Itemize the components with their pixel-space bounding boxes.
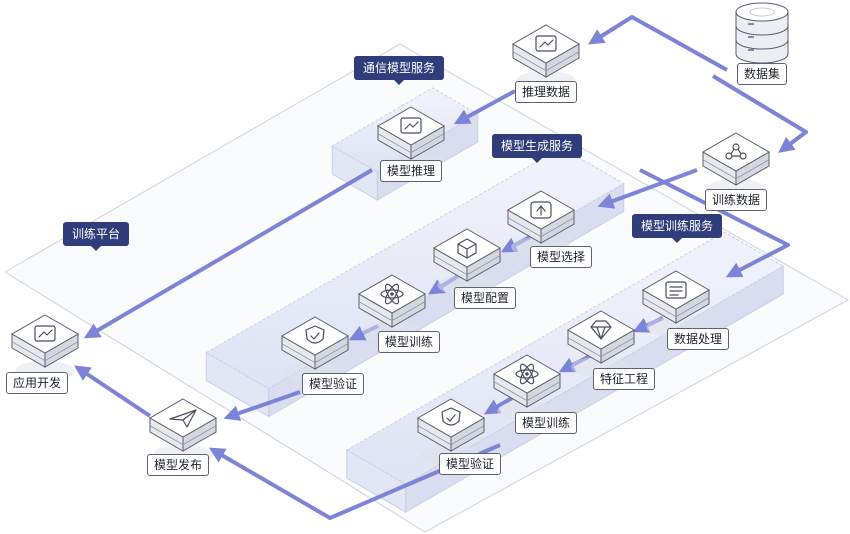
feature-eng-label: 特征工程	[592, 368, 656, 390]
model-train-tr-node[interactable]	[492, 354, 562, 422]
arrow-training-data-to-process	[639, 168, 790, 278]
model-train-gen-label: 模型训练	[377, 331, 441, 353]
database-icon	[749, 7, 775, 17]
chart-icon	[535, 35, 557, 52]
arrow-train-to-validate-2	[483, 396, 514, 415]
model-select-label: 模型选择	[529, 246, 593, 268]
arrow-publish-to-app	[74, 365, 152, 418]
upload-icon	[530, 201, 552, 219]
inference-data-label: 推理数据	[514, 81, 578, 103]
model-inference-label: 模型推理	[379, 160, 443, 182]
arrow-validate-to-publish	[223, 390, 301, 421]
app-dev-label: 应用开发	[5, 372, 69, 394]
model-config-label: 模型配置	[453, 287, 517, 309]
shield-icon	[305, 325, 325, 344]
chart-icon	[34, 325, 56, 342]
arrow-dataset-to-inference	[587, 15, 728, 72]
list-icon	[665, 281, 687, 299]
network-icon	[725, 143, 747, 160]
comm-service-tag: 通信模型服务	[353, 56, 445, 85]
arrow-inference-to-app	[83, 168, 374, 339]
arrow-inference-data-to-model	[453, 89, 516, 125]
training-platform-tag: 训练平台	[62, 222, 130, 251]
model-validate-gen-node[interactable]	[280, 316, 350, 384]
gem-icon	[590, 320, 612, 340]
feature-eng-node[interactable]	[566, 310, 636, 378]
train-service-tag: 模型训练服务	[631, 214, 723, 243]
atom-icon	[380, 283, 404, 305]
training-data-label: 训练数据	[704, 189, 768, 211]
gen-service-tag: 模型生成服务	[491, 134, 583, 163]
model-validate-tr-label: 模型验证	[438, 453, 502, 475]
data-process-label: 数据处理	[666, 328, 730, 350]
app-dev-node[interactable]	[10, 314, 80, 382]
arrow-training-data-to-select	[597, 168, 698, 209]
cube-icon	[457, 238, 477, 259]
dataset-label: 数据集	[736, 63, 788, 85]
model-publish-label: 模型发布	[146, 454, 210, 476]
arrow-dataset-to-training	[711, 74, 808, 153]
shield-icon	[441, 407, 461, 426]
model-validate-gen-label: 模型验证	[301, 373, 365, 395]
chart-icon	[400, 117, 422, 134]
model-train-tr-label: 模型训练	[514, 412, 578, 434]
dataset-node[interactable]	[735, 2, 789, 64]
paper-plane-icon	[169, 409, 197, 428]
atom-icon	[515, 363, 539, 385]
